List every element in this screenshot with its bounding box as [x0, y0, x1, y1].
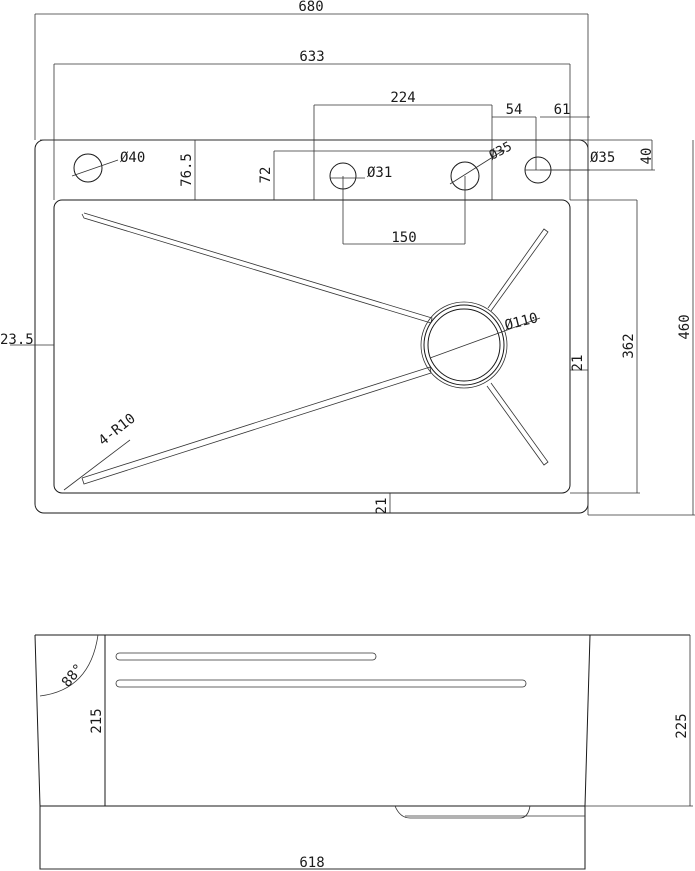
- angle-88-label: 88°: [59, 661, 88, 691]
- bowl-outline: [53, 199, 571, 494]
- drain-110-label: Ø110: [503, 310, 540, 334]
- dim-base-width-label: 618: [299, 855, 324, 871]
- dim-hole-spacing-label: 150: [391, 230, 416, 246]
- dim-inner-width: 633: [53, 49, 571, 200]
- dim-72-label: 72: [258, 167, 274, 184]
- dim-overall-height: 225: [585, 635, 693, 807]
- dim-bottom-margin-label: 21: [374, 498, 390, 515]
- angle-88: 88°: [39, 634, 99, 697]
- hole-31: Ø31: [329, 162, 392, 190]
- dim-76-5-label: 76.5: [179, 153, 195, 187]
- channel-slots: [115, 652, 527, 688]
- dim-54: 54: [492, 102, 537, 170]
- dim-tap-zone-label: 224: [390, 90, 415, 106]
- dim-54-label: 54: [506, 102, 523, 118]
- dim-hole-spacing: 150: [342, 176, 466, 246]
- dim-40-label: 40: [639, 148, 655, 165]
- dim-bowl-depth-label: 362: [621, 333, 637, 358]
- hole-35-center-label: Ø35: [487, 139, 515, 163]
- dim-bottom-margin: 21: [374, 493, 391, 515]
- dim-overall-width: 680: [34, 0, 589, 515]
- dim-left-margin: 23.5: [0, 332, 54, 348]
- dim-61: 61: [540, 102, 590, 118]
- hole-40-label: Ø40: [120, 150, 145, 166]
- hole-40: Ø40: [71, 150, 145, 183]
- hole-35-right-label: Ø35: [590, 150, 615, 166]
- dim-inner-height: 215: [89, 708, 105, 733]
- corner-radius-label: 4-R10: [96, 411, 139, 450]
- dim-tap-zone: 224: [313, 90, 493, 200]
- hole-35-center: Ø35: [449, 139, 515, 191]
- dim-base-width: 618: [40, 855, 585, 871]
- dim-right-margin-label: 21: [570, 355, 586, 372]
- dim-overall-width-label: 680: [298, 0, 323, 15]
- dim-overall-depth: 460: [588, 140, 695, 516]
- dim-61-label: 61: [554, 102, 571, 118]
- dim-left-margin-label: 23.5: [0, 332, 34, 348]
- dim-inner-height-label: 215: [89, 708, 105, 733]
- top-view: 680 633 224 54 61: [0, 0, 695, 516]
- dim-76-5: 76.5: [179, 140, 196, 200]
- dim-inner-width-label: 633: [299, 49, 324, 65]
- dim-overall-height-label: 225: [674, 713, 690, 738]
- dim-bowl-depth: 362: [570, 199, 640, 494]
- dim-right-margin: 21: [570, 355, 588, 372]
- side-view: 88° 215 225 618: [34, 634, 693, 871]
- dim-overall-depth-label: 460: [677, 314, 693, 339]
- hole-35-right: Ø35: [524, 150, 615, 184]
- dim-72: 72: [258, 150, 505, 200]
- drain-channels: [81, 212, 549, 485]
- hole-31-label: Ø31: [367, 165, 392, 181]
- drain-110: Ø110: [420, 301, 541, 389]
